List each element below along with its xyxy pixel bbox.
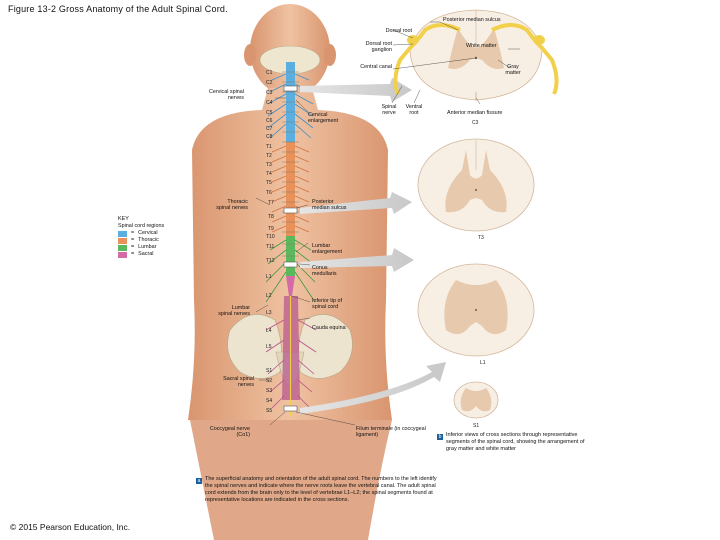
vertebra-label: T2 — [266, 153, 272, 159]
leader-lines — [255, 21, 520, 426]
vertebra-label: S2 — [266, 378, 273, 384]
thoracic-nerve-roots — [271, 145, 310, 233]
legend-label: Thoracic — [138, 237, 159, 243]
vertebra-label: S4 — [266, 398, 273, 404]
cross-section-t3 — [417, 138, 535, 232]
legend-swatch — [118, 244, 127, 251]
label-lumbar-spinal-nerves: Lumbar spinal nerves — [218, 305, 250, 318]
label-filum-terminale: Filum terminale (in coccygeal ligament) — [356, 426, 426, 439]
caption-b: Inferior views of cross sections through… — [446, 432, 585, 452]
cross-section-s1 — [453, 381, 499, 419]
section-arrows — [300, 78, 446, 414]
vertebra-label: L1 — [266, 274, 272, 280]
vertebra-label: T9 — [268, 226, 274, 232]
vertebra-label: L4 — [266, 328, 272, 334]
legend: KEY Spinal cord regions = Cervical = Tho… — [118, 216, 164, 258]
label-conus-medullaris: Conus medullaris — [312, 265, 337, 278]
vertebra-label: T3 — [266, 162, 272, 168]
vertebra-label: S3 — [266, 388, 273, 394]
label-coccygeal-nerve: Coccygeal nerve (Co1) — [209, 426, 250, 439]
vertebra-label: T5 — [266, 180, 272, 186]
caption-a-marker: a — [196, 478, 202, 484]
copyright: © 2015 Pearson Education, Inc. — [10, 522, 131, 532]
label-cervical-enlargement: Cervical enlargement — [308, 112, 338, 125]
vertebra-label: T1 — [266, 144, 272, 150]
vertebra-label: C6 — [266, 118, 273, 124]
vertebra-label: T4 — [266, 171, 272, 177]
vertebra-label: T11 — [266, 244, 275, 250]
cervical-nerve-roots — [267, 73, 314, 139]
label-white-matter: White matter — [466, 43, 497, 49]
label-sacral-spinal-nerves: Sacral spinal nerves — [223, 376, 254, 389]
caption-a: The superficial anatomy and orientation … — [205, 476, 437, 503]
legend-label: Cervical — [138, 230, 158, 236]
vertebra-label: T6 — [266, 190, 272, 196]
vertebra-label: C2 — [266, 80, 273, 86]
legend-item-cervical: = Cervical — [118, 230, 164, 237]
label-inferior-tip: Inferior tip of spinal cord — [312, 298, 342, 311]
vertebra-label: C7 — [266, 126, 273, 132]
vertebra-label: C3 — [266, 90, 273, 96]
vertebra-label: C1 — [266, 70, 273, 76]
vertebra-label: L5 — [266, 344, 272, 350]
legend-subheading: Spinal cord regions — [118, 223, 165, 229]
label-gray-matter: Gray matter — [505, 64, 521, 77]
label-lumbar-enlargement: Lumbar enlargement — [312, 243, 342, 256]
vertebra-label: T7 — [268, 200, 274, 206]
vertebra-label: S1 — [266, 368, 273, 374]
label-anterior-median-fissure: Anterior median fissure — [447, 110, 503, 116]
legend-label: Lumbar — [138, 244, 157, 250]
legend-swatch — [118, 230, 127, 237]
vertebra-label: C8 — [266, 134, 273, 140]
legend-item-lumbar: = Lumbar — [118, 244, 164, 251]
lumbar-nerve-roots — [265, 239, 316, 303]
label-dorsal-root-ganglion: Dorsal root ganglion — [365, 41, 392, 54]
legend-swatch — [118, 251, 127, 258]
section-label-c3: C3 — [472, 120, 479, 126]
label-dorsal-root: Dorsal root — [385, 28, 412, 34]
vertebra-label: T12 — [266, 258, 275, 264]
cross-section-l1 — [417, 263, 535, 357]
label-thoracic-spinal-nerves: Thoracic spinal nerves — [216, 199, 248, 212]
section-label-l1: L1 — [480, 360, 486, 366]
label-cervical-spinal-nerves: Cervical spinal nerves — [208, 89, 244, 102]
legend-swatch — [118, 237, 127, 244]
vertebra-label: L2 — [266, 293, 272, 299]
sacral-nerve-roots — [265, 319, 317, 409]
legend-item-thoracic: = Thoracic — [118, 237, 164, 244]
vertebra-label: T10 — [266, 234, 275, 240]
section-label-s1: S1 — [473, 423, 480, 429]
label-cauda-equina: Cauda equina — [312, 325, 346, 331]
legend-label: Sacral — [138, 251, 154, 257]
label-spinal-nerve: Spinal nerve — [381, 104, 397, 117]
vertebra-label: L3 — [266, 310, 272, 316]
vertebra-label: T8 — [268, 214, 274, 220]
vertebra-label: S5 — [266, 408, 273, 414]
caption-b-marker: b — [437, 434, 443, 440]
section-markers — [283, 85, 298, 412]
section-label-t3: T3 — [478, 235, 484, 241]
label-ventral-root: Ventral root — [405, 104, 423, 117]
label-posterior-median-sulcus-mid: Posterior median sulcus — [312, 199, 347, 212]
cross-section-c3 — [393, 9, 559, 101]
vertebra-label: C4 — [266, 100, 273, 106]
label-posterior-median-sulcus-top: Posterior median sulcus — [443, 17, 501, 23]
label-central-canal: Central canal — [360, 64, 392, 70]
legend-heading: KEY — [118, 216, 129, 222]
vertebra-label: C5 — [266, 110, 273, 116]
figure-title: Figure 13-2 Gross Anatomy of the Adult S… — [8, 4, 228, 14]
legend-item-sacral: = Sacral — [118, 251, 164, 258]
spinal-cord — [282, 62, 300, 416]
